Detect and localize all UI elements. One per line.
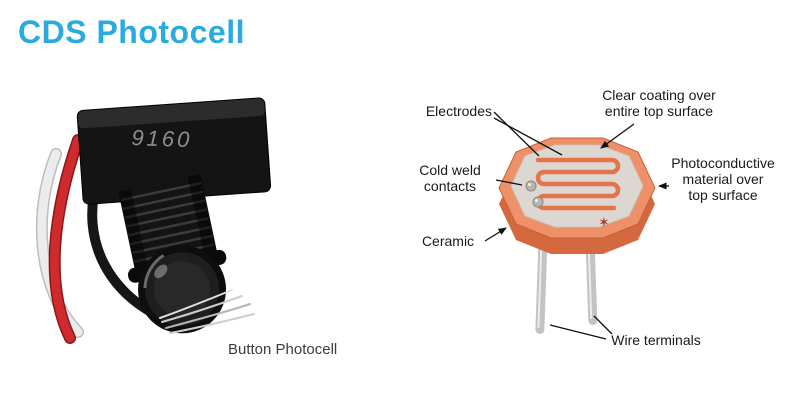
leader-lines <box>484 111 669 340</box>
housing-top-sheen <box>77 98 266 129</box>
contact-highlight-1 <box>528 183 531 186</box>
stem-shade-left <box>118 188 149 272</box>
label-cold-weld-contacts: Cold weld contacts <box>400 162 500 194</box>
label-line: top surface <box>688 187 758 203</box>
label-line: Cold weld <box>419 162 481 178</box>
lens-highlight-arc <box>143 254 165 289</box>
electrodes-leader-1 <box>493 111 540 157</box>
label-clear-coating: Clear coating over entire top surface <box>576 87 742 119</box>
contact-highlight-2 <box>535 199 538 202</box>
label-line: Wire terminals <box>611 332 701 348</box>
photo-caption: Button Photocell <box>228 341 338 358</box>
label-photoconductive: Photoconductive material over top surfac… <box>650 155 796 203</box>
label-line: Ceramic <box>421 233 475 249</box>
label-line: entire top surface <box>604 103 714 119</box>
lens-dome-inner <box>154 261 211 318</box>
stem-shade-right <box>187 173 218 257</box>
star-marking: ✶ <box>598 214 610 230</box>
cold-weld-contact-2 <box>532 196 544 208</box>
button-photocell-photo: 9160 <box>35 97 272 344</box>
label-line: Electrodes <box>425 103 492 119</box>
label-line: contacts <box>423 178 477 194</box>
label-ceramic: Ceramic <box>412 233 484 249</box>
wire-terminals-leader-1 <box>593 315 613 335</box>
cold-weld-contact-1 <box>525 180 537 192</box>
ceramic-leader <box>484 227 507 242</box>
label-line: material over <box>682 171 764 187</box>
red-wire <box>50 135 83 343</box>
photocell-housing: 9160 <box>76 97 272 205</box>
electrodes-leader-2 <box>493 117 563 156</box>
clear-coating-leader <box>600 123 635 149</box>
bare-wire-strands <box>159 289 255 334</box>
wire-terminals-leader-2 <box>549 324 607 340</box>
device-marking: 9160 <box>131 125 193 152</box>
lens-specular <box>154 264 168 279</box>
label-line: Photoconductive <box>671 155 775 171</box>
label-wire-terminals: Wire terminals <box>600 332 712 348</box>
ldr-diagram: ✶ <box>484 111 669 340</box>
photocell-stem-group <box>118 173 227 334</box>
label-electrodes: Electrodes <box>398 103 492 119</box>
cold-weld-leader <box>495 179 523 186</box>
label-line: Clear coating over <box>602 87 716 103</box>
page-title: CDS Photocell <box>18 14 245 50</box>
